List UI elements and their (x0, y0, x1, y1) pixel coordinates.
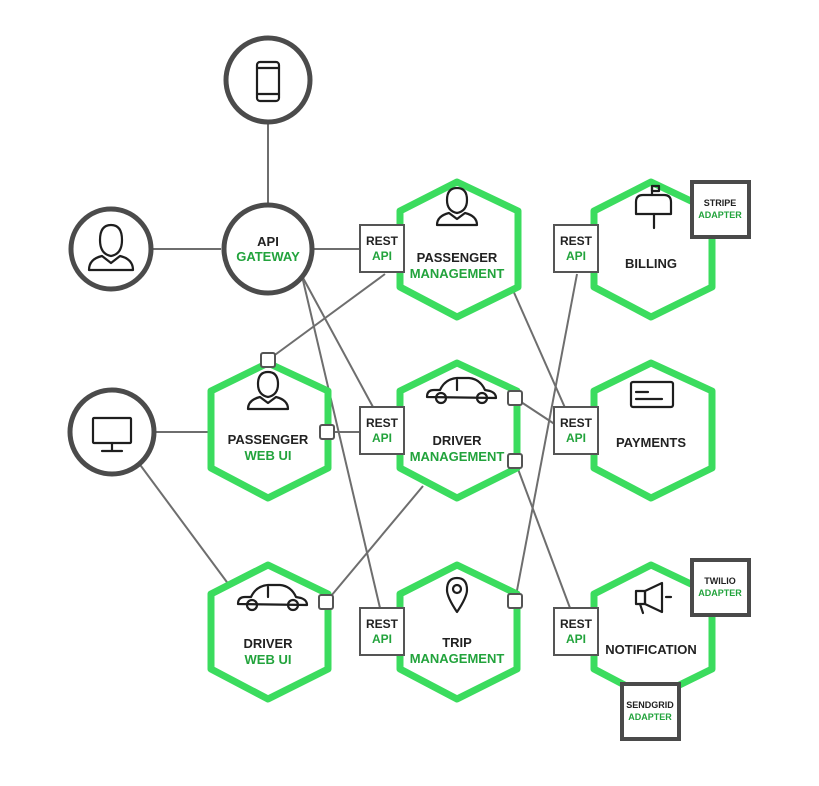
svg-text:API: API (566, 632, 586, 646)
svg-text:API: API (372, 431, 392, 445)
svg-text:REST: REST (366, 234, 399, 248)
connector-passenger-webui-passenger-rest (267, 273, 386, 361)
svg-text:ADAPTER: ADAPTER (698, 588, 742, 598)
billing-label: BILLING (625, 256, 677, 271)
api-gateway-node (221, 202, 315, 296)
mobile-phone-icon (255, 60, 281, 103)
notification-label: NOTIFICATION (605, 642, 696, 657)
svg-text:API: API (372, 249, 392, 263)
port-driver-webui-right (318, 594, 334, 610)
svg-text:API: API (372, 632, 392, 646)
svg-text:REST: REST (560, 416, 593, 430)
payments-label: PAYMENTS (616, 435, 686, 450)
rest-api-box-payments: REST API (553, 406, 599, 455)
rest-api-box-driver: REST API (359, 406, 405, 455)
hexagon-passenger-management (396, 178, 522, 321)
trip-management-label-line1: TRIP (442, 635, 472, 650)
svg-text:SENDGRID: SENDGRID (626, 700, 674, 710)
connector-driver-mgmt-notification-rest (514, 460, 571, 609)
user-icon (246, 370, 290, 411)
rest-api-box-trip: REST API (359, 607, 405, 656)
connector-lines (137, 122, 578, 609)
user-icon (87, 223, 135, 272)
svg-text:REST: REST (366, 617, 399, 631)
port-passenger-webui-top (260, 352, 276, 368)
port-driver-mgmt-top (507, 390, 523, 406)
mailbox-icon (634, 184, 673, 230)
hexagon-payments (590, 359, 716, 502)
svg-text:REST: REST (560, 234, 593, 248)
user-client-node (68, 206, 154, 292)
connector-gateway-driver-rest (301, 275, 374, 408)
rest-api-box-passenger: REST API (359, 224, 405, 273)
rest-api-box-billing: REST API (553, 224, 599, 273)
twilio-adapter-box: TWILIO ADAPTER (690, 558, 751, 617)
mobile-client-node (223, 35, 313, 125)
sendgrid-adapter-box: SENDGRID ADAPTER (620, 682, 681, 741)
map-pin-icon (445, 576, 469, 614)
car-icon (425, 376, 498, 405)
hexagon-driver-management (396, 359, 521, 502)
driver-web-ui-label-line1: DRIVER (243, 636, 293, 651)
connector-passenger-mgmt-payments-rest (511, 287, 567, 411)
hexagon-passenger-web-ui (207, 359, 332, 502)
svg-text:TWILIO: TWILIO (704, 576, 736, 586)
credit-card-icon (629, 380, 675, 409)
user-icon (435, 186, 479, 227)
gateway-label-line2: GATEWAY (236, 249, 300, 264)
passenger-web-ui-label-line2: WEB UI (245, 448, 292, 463)
svg-text:REST: REST (560, 617, 593, 631)
passenger-management-label-line1: PASSENGER (417, 250, 498, 265)
passenger-web-ui-label-line1: PASSENGER (228, 432, 309, 447)
svg-text:REST: REST (366, 416, 399, 430)
monitor-icon (91, 416, 133, 453)
connector-trip-mgmt-billing-rest (514, 273, 578, 602)
port-trip-mgmt-right (507, 593, 523, 609)
car-icon (236, 583, 309, 612)
svg-text:API: API (566, 431, 586, 445)
megaphone-icon (634, 581, 673, 615)
connector-ports (260, 352, 523, 610)
trip-management-label-line2: MANAGEMENT (410, 651, 505, 666)
driver-management-label-line2: MANAGEMENT (410, 449, 505, 464)
gateway-label-line1: API (257, 234, 279, 249)
desktop-client-node (67, 387, 157, 477)
rest-api-box-notification: REST API (553, 607, 599, 656)
connector-desktop-driver-webui (137, 461, 236, 594)
driver-web-ui-label-line2: WEB UI (245, 652, 292, 667)
connector-driver-webui-driver-mgmt (325, 485, 424, 603)
svg-text:ADAPTER: ADAPTER (698, 210, 742, 220)
stripe-adapter-box: STRIPE ADAPTER (690, 180, 751, 239)
port-driver-mgmt-bottom (507, 453, 523, 469)
svg-text:ADAPTER: ADAPTER (628, 712, 672, 722)
port-passenger-webui-right (319, 424, 335, 440)
driver-management-label-line1: DRIVER (432, 433, 482, 448)
svg-text:API: API (566, 249, 586, 263)
svg-text:STRIPE: STRIPE (704, 198, 737, 208)
passenger-management-label-line2: MANAGEMENT (410, 266, 505, 281)
